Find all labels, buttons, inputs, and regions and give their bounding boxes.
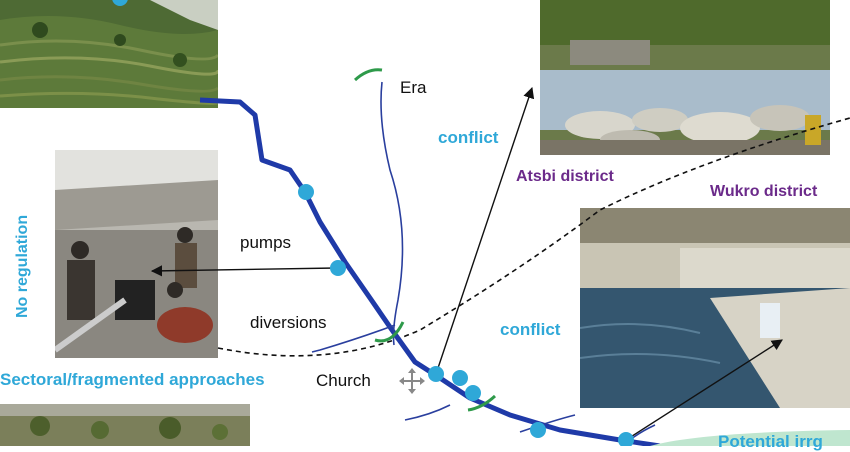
weir-lower <box>467 394 497 412</box>
label-diversions: diversions <box>250 313 327 332</box>
label-pumps: pumps <box>240 233 292 252</box>
label-conflict-top: conflict <box>438 128 499 147</box>
weir-diversion <box>374 321 405 343</box>
arrow-to-dam-photo <box>625 339 783 441</box>
district-boundary-line <box>217 117 850 357</box>
lower-channel-2 <box>519 414 576 433</box>
photo-pump-workers <box>55 150 218 358</box>
label-no-regulation: No regulation <box>14 214 31 318</box>
river-node <box>465 385 481 401</box>
era-tributary <box>380 81 404 346</box>
river-node <box>298 184 314 200</box>
photo-river-stones <box>540 0 830 155</box>
move-cross-icon[interactable] <box>399 368 425 394</box>
label-conflict-right: conflict <box>500 320 561 339</box>
photo-dam-reservoir <box>580 208 850 408</box>
river-node <box>330 260 346 276</box>
arrow-to-river-photo <box>435 86 535 375</box>
label-potential-irrigation: Potential irrg <box>718 432 823 451</box>
label-sectoral-approaches: Sectoral/fragmented approaches <box>0 370 265 389</box>
photo-terraced-hills <box>0 0 218 108</box>
label-atsbi-district: Atsbi district <box>516 168 614 185</box>
river-node <box>530 422 546 438</box>
diversion-channel <box>311 324 396 353</box>
weir-era <box>353 68 383 82</box>
river-node <box>618 432 634 446</box>
potential-irrigation-band <box>650 430 850 446</box>
label-era: Era <box>400 78 427 97</box>
label-church: Church <box>316 371 371 390</box>
river-node <box>452 370 468 386</box>
arrow-to-pump-photo <box>150 265 337 277</box>
river-node <box>428 366 444 382</box>
photo-bottom-vegetation <box>0 404 250 446</box>
river-node <box>112 0 128 6</box>
lower-channel-1 <box>404 404 451 421</box>
lower-channel-3 <box>629 424 656 441</box>
main-river <box>199 97 661 446</box>
label-wukro-district: Wukro district <box>710 183 818 200</box>
